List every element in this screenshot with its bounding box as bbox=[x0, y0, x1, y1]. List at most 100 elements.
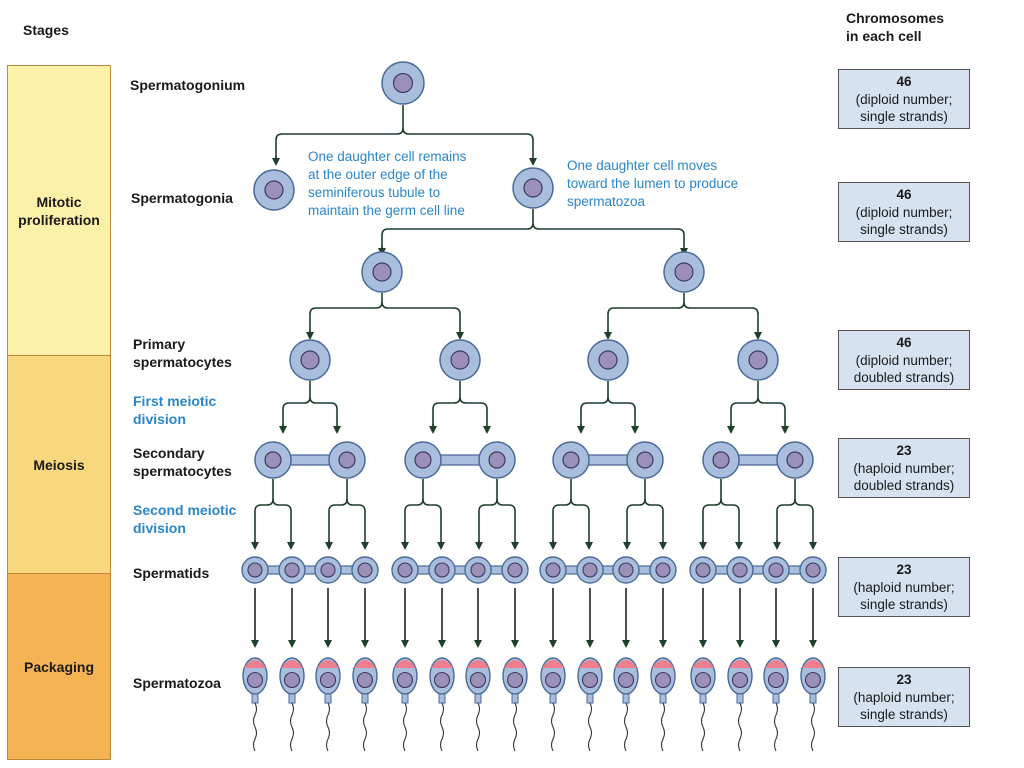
chromosome-box-primary: 46 (diploid number; doubled strands) bbox=[838, 330, 970, 390]
chromosomes-header-line2: in each cell bbox=[846, 28, 922, 44]
midpiece bbox=[549, 693, 557, 704]
nucleus bbox=[283, 671, 301, 689]
nucleus bbox=[786, 451, 804, 469]
cytoplasmic-bridge bbox=[404, 565, 516, 575]
secondary-spermatocyte-pair bbox=[254, 441, 366, 479]
note-line: One daughter cell remains bbox=[308, 149, 467, 164]
chromosome-desc: (haploid number; bbox=[853, 689, 955, 705]
nucleus bbox=[246, 671, 264, 689]
acrosome bbox=[802, 660, 824, 668]
stage-meiosis: Meiosis bbox=[7, 355, 111, 574]
chromosome-box-secondary: 23 (haploid number; doubled strands) bbox=[838, 438, 970, 498]
nucleus bbox=[655, 562, 671, 578]
spermatozoon bbox=[577, 657, 603, 752]
chromosome-desc: (diploid number; bbox=[855, 91, 953, 107]
nucleus bbox=[581, 671, 599, 689]
nucleus bbox=[433, 671, 451, 689]
nucleus bbox=[247, 562, 263, 578]
acrosome bbox=[765, 660, 787, 668]
secondary-spermatocyte-pair bbox=[702, 441, 814, 479]
mitosis-split-arrow bbox=[381, 209, 684, 254]
second-meiotic-division-arrow bbox=[254, 479, 291, 548]
midpiece bbox=[324, 693, 332, 704]
nucleus bbox=[695, 562, 711, 578]
midpiece bbox=[809, 693, 817, 704]
spermatogonia-cell bbox=[361, 251, 403, 293]
spermatogonia-cell-germline bbox=[253, 169, 295, 211]
acrosome bbox=[354, 660, 376, 668]
flagellum bbox=[700, 702, 706, 752]
mitosis-split-arrow bbox=[275, 105, 533, 164]
spermatid-chain bbox=[539, 556, 677, 584]
flagellum bbox=[587, 702, 593, 752]
acrosome bbox=[281, 660, 303, 668]
flagellum bbox=[289, 702, 295, 752]
midpiece bbox=[251, 693, 259, 704]
spermatozoon bbox=[465, 657, 491, 752]
chromosomes-header: Chromosomes in each cell bbox=[846, 9, 944, 45]
acrosome bbox=[579, 660, 601, 668]
acrosome bbox=[431, 660, 453, 668]
label-line: Secondary bbox=[133, 445, 205, 461]
second-meiotic-division-arrow bbox=[328, 479, 365, 548]
nucleus bbox=[488, 451, 506, 469]
stages-header: Stages bbox=[23, 22, 69, 38]
nucleus bbox=[507, 562, 523, 578]
spermatozoon bbox=[315, 657, 341, 752]
chromosome-desc: doubled strands) bbox=[853, 478, 955, 493]
flagellum bbox=[362, 702, 368, 752]
secondary-spermatocyte-pair bbox=[552, 441, 664, 479]
nucleus bbox=[694, 671, 712, 689]
mitosis-split-arrow bbox=[607, 293, 758, 338]
primary-spermatocyte-cell bbox=[439, 339, 481, 381]
spermatozoon bbox=[763, 657, 789, 752]
nucleus bbox=[523, 178, 543, 198]
flagellum bbox=[252, 702, 258, 752]
nucleus bbox=[768, 562, 784, 578]
second-meiotic-division-arrow bbox=[552, 479, 589, 548]
spermatid-chain bbox=[391, 556, 529, 584]
label-spermatogonia: Spermatogonia bbox=[131, 190, 233, 206]
nucleus bbox=[469, 671, 487, 689]
nucleus bbox=[732, 562, 748, 578]
mitosis-split-arrow bbox=[309, 293, 460, 338]
flagellum bbox=[439, 702, 445, 752]
midpiece bbox=[659, 693, 667, 704]
nucleus bbox=[674, 262, 694, 282]
label-spermatozoa: Spermatozoa bbox=[133, 675, 221, 691]
note-line: seminiferous tubule to bbox=[308, 185, 441, 200]
label-line: division bbox=[133, 411, 186, 427]
second-meiotic-division-arrow bbox=[626, 479, 663, 548]
cytoplasmic-bridge bbox=[552, 565, 664, 575]
acrosome bbox=[692, 660, 714, 668]
nucleus bbox=[470, 562, 486, 578]
chromosome-count: 46 bbox=[896, 335, 912, 350]
chromosome-desc: single strands) bbox=[860, 707, 948, 722]
nucleus bbox=[598, 350, 618, 370]
nucleus bbox=[636, 451, 654, 469]
flagellum bbox=[660, 702, 666, 752]
chromosome-desc: (diploid number; bbox=[855, 204, 953, 220]
chromosomes-header-line1: Chromosomes bbox=[846, 10, 945, 26]
flagellum bbox=[475, 702, 481, 752]
second-meiotic-division-arrow bbox=[702, 479, 739, 548]
spermatozoon bbox=[352, 657, 378, 752]
first-meiotic-division-arrow bbox=[580, 381, 635, 432]
chromosome-desc: (haploid number; bbox=[853, 460, 955, 476]
label-line: Primary bbox=[133, 336, 186, 352]
midpiece bbox=[586, 693, 594, 704]
midpiece bbox=[438, 693, 446, 704]
flagellum bbox=[325, 702, 331, 752]
label-second-meiotic-division: Second meiotic division bbox=[133, 501, 236, 537]
nucleus bbox=[804, 671, 822, 689]
midpiece bbox=[699, 693, 707, 704]
nucleus bbox=[264, 180, 284, 200]
spermatozoon bbox=[800, 657, 826, 752]
cytoplasmic-bridge bbox=[702, 565, 814, 575]
nucleus bbox=[320, 562, 336, 578]
chromosome-count: 46 bbox=[896, 74, 912, 89]
nucleus bbox=[372, 262, 392, 282]
second-meiotic-division-arrow bbox=[404, 479, 441, 548]
label-first-meiotic-division: First meiotic division bbox=[133, 392, 216, 428]
chromosome-count: 23 bbox=[896, 672, 912, 687]
